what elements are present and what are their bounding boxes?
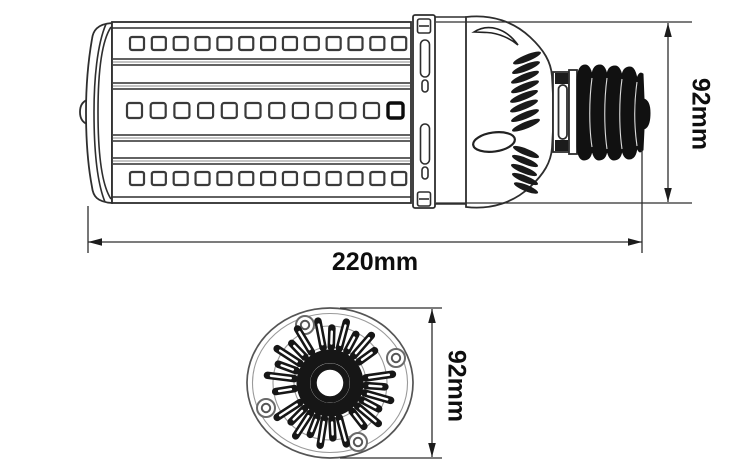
screw-hole — [386, 348, 406, 368]
dimension-length: 220mm — [87, 150, 643, 276]
screw-base — [576, 64, 651, 161]
end-view: 92mm — [246, 307, 470, 459]
inner-rim — [251, 312, 409, 454]
dome-fins-lower — [510, 145, 540, 194]
length-dimension-label: 220mm — [332, 248, 418, 276]
dimension-diameter: 92mm — [340, 307, 470, 459]
height-dimension-label: 92mm — [686, 78, 714, 150]
diameter-dimension-label: 92mm — [442, 350, 470, 422]
heatsink-rails — [113, 58, 410, 165]
neck-collar — [552, 69, 578, 155]
screw-holes — [256, 315, 406, 452]
center-hub — [296, 349, 364, 417]
led-dark-square — [386, 101, 405, 120]
dome-oval-hole — [472, 131, 516, 153]
screw-hole — [348, 432, 368, 452]
end-cap — [79, 22, 113, 204]
dome-fins-upper — [510, 51, 541, 132]
dimension-height: 92mm — [436, 21, 714, 204]
side-view: 92mm 220mm — [79, 14, 714, 276]
dome-highlight — [471, 26, 519, 46]
mounting-bracket — [412, 14, 436, 209]
heatsink-head — [435, 15, 554, 209]
led-row-middle — [125, 101, 405, 120]
lamp-body — [111, 21, 412, 204]
screw-hole — [256, 398, 276, 418]
